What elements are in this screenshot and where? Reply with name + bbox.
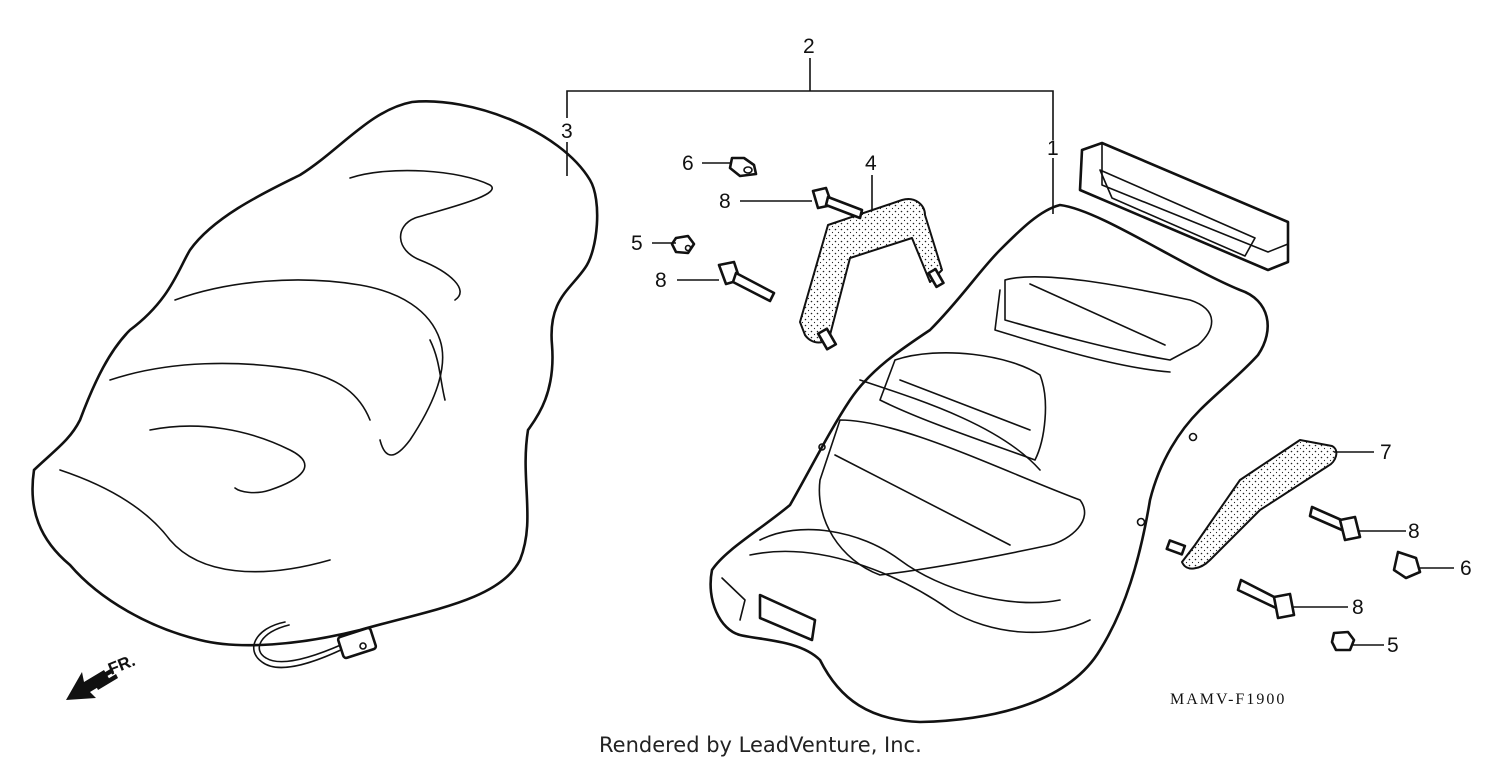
side-grab-handle-part[interactable]	[1165, 439, 1338, 570]
callout-8-top: 8	[719, 190, 731, 213]
callout-7: 7	[1380, 441, 1392, 464]
front-direction-indicator: FR.	[66, 651, 138, 700]
nut-5-top[interactable]	[670, 234, 696, 255]
bolt-8-right-lower[interactable]	[1236, 578, 1296, 620]
callout-8-right-lower: 8	[1352, 596, 1364, 619]
callout-5-top: 5	[631, 232, 643, 255]
callout-3: 3	[561, 120, 573, 143]
nut-5-right[interactable]	[1330, 630, 1356, 652]
bolt-8-top[interactable]	[811, 186, 864, 220]
callout-1: 1	[1047, 137, 1059, 160]
callout-5-right: 5	[1387, 634, 1399, 657]
callout-8-mid: 8	[655, 269, 667, 292]
front-direction-label: FR.	[105, 651, 138, 679]
render-credit: Rendered by LeadVenture, Inc.	[599, 733, 922, 757]
seat-assembly-part[interactable]	[709, 141, 1290, 724]
callout-2: 2	[803, 35, 815, 58]
callout-4: 4	[865, 152, 877, 175]
leader-lines	[566, 58, 1454, 646]
bolt-8-mid[interactable]	[717, 260, 776, 303]
callout-6-top: 6	[682, 152, 694, 175]
callout-6-right: 6	[1460, 557, 1472, 580]
seat-cover-part[interactable]	[31, 100, 599, 669]
grommet-6-top[interactable]	[728, 156, 758, 178]
callout-8-right-upper: 8	[1408, 520, 1420, 543]
rear-grab-handle-part[interactable]	[799, 198, 945, 351]
grommet-6-right[interactable]	[1392, 550, 1422, 580]
diagram-code: MAMV-F1900	[1170, 691, 1286, 708]
bolt-8-right-upper[interactable]	[1308, 505, 1362, 542]
